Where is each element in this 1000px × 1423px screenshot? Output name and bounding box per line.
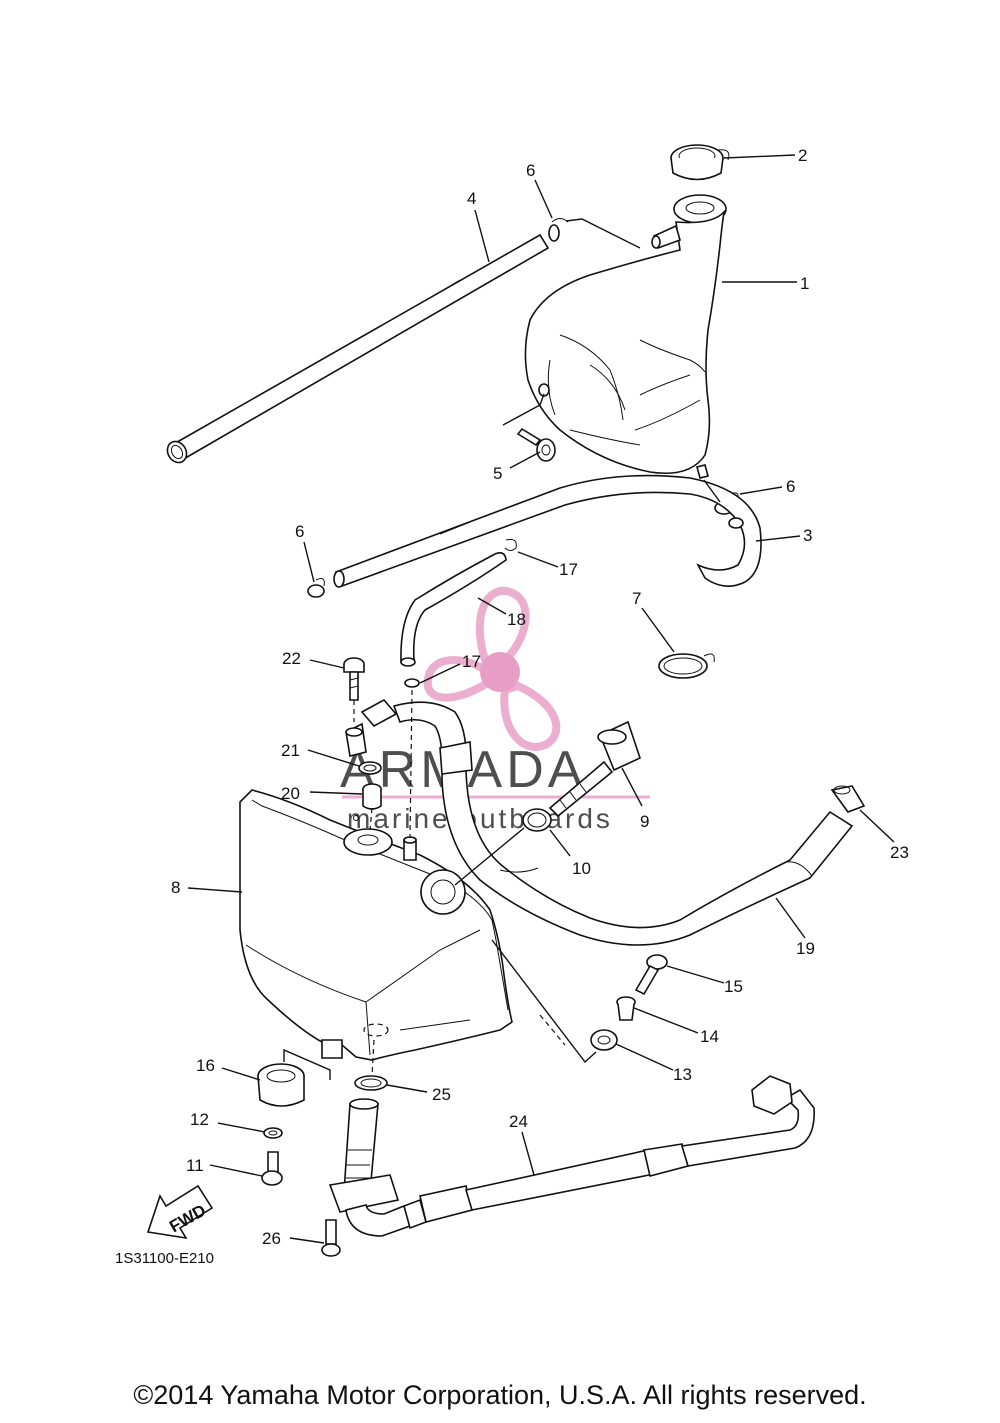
callout-2: 2 xyxy=(798,146,807,165)
part-bracket xyxy=(345,698,398,757)
part-13-grommet xyxy=(590,1029,618,1051)
callout-7: 7 xyxy=(632,589,641,608)
callout-19: 19 xyxy=(796,939,815,958)
part-6-clip-top xyxy=(548,218,569,242)
callout-16: 16 xyxy=(196,1056,215,1075)
callout-10: 10 xyxy=(572,859,591,878)
part-22-bolt xyxy=(343,657,365,701)
callout-15: 15 xyxy=(724,977,743,996)
callout-14: 14 xyxy=(700,1027,719,1046)
part-10-oring xyxy=(522,808,552,832)
callout-18: 18 xyxy=(507,610,526,629)
watermark-subtitle: marine outboards xyxy=(347,803,613,834)
part-18-hose xyxy=(400,552,507,667)
part-26-bolt xyxy=(321,1219,341,1257)
part-7-clamp xyxy=(658,653,715,679)
copyright-footer: ©2014 Yamaha Motor Corporation, U.S.A. A… xyxy=(133,1380,867,1410)
callout-26: 26 xyxy=(262,1229,281,1248)
part-23-clamp xyxy=(830,785,866,813)
callout-23: 23 xyxy=(890,843,909,862)
callout-6-top: 6 xyxy=(526,161,535,180)
fwd-arrow-icon: FWD xyxy=(146,1184,214,1240)
callout-22: 22 xyxy=(282,649,301,668)
callout-1: 1 xyxy=(800,274,809,293)
callout-5: 5 xyxy=(493,464,502,483)
part-25-oring xyxy=(354,1075,388,1091)
callout-20: 20 xyxy=(281,784,300,803)
callout-25: 25 xyxy=(432,1085,451,1104)
callout-17-mid: 17 xyxy=(462,652,481,671)
part-17-clip-top xyxy=(504,538,517,551)
diagram-code: 1S31100-E210 xyxy=(115,1250,214,1267)
part-11-bolt xyxy=(261,1151,283,1186)
part-2-cap xyxy=(670,144,730,181)
part-6-clip-left xyxy=(307,578,325,598)
part-9-cap xyxy=(548,720,641,818)
callout-17-top: 17 xyxy=(559,560,578,579)
callout-8: 8 xyxy=(171,878,180,897)
callout-21: 21 xyxy=(281,741,300,760)
callout-13: 13 xyxy=(673,1065,692,1084)
part-16-plug xyxy=(257,1063,305,1107)
part-1-tank xyxy=(524,209,726,479)
callout-9: 9 xyxy=(640,812,649,831)
callout-11: 11 xyxy=(186,1156,204,1175)
part-12-washer xyxy=(263,1127,283,1139)
callouts: 1 2 3 4 5 6 6 6 7 8 9 10 11 12 13 14 15 … xyxy=(171,146,909,1248)
part-14-collar xyxy=(616,996,636,1021)
leader-lines xyxy=(187,154,895,1244)
part-24-pipe xyxy=(328,1075,815,1237)
part-8-tank xyxy=(239,789,513,1061)
callout-4: 4 xyxy=(467,189,476,208)
callout-24: 24 xyxy=(509,1112,528,1131)
callout-12: 12 xyxy=(190,1110,209,1129)
part-21-oring xyxy=(358,761,382,775)
part-5-bolt xyxy=(516,427,556,462)
callout-3: 3 xyxy=(803,526,812,545)
callout-6-right: 6 xyxy=(786,477,795,496)
callout-6-left: 6 xyxy=(295,522,304,541)
part-3-hose xyxy=(333,474,762,588)
part-15-bolt xyxy=(634,954,668,996)
part-20-collar xyxy=(362,783,382,810)
part-4-hose xyxy=(166,233,550,464)
part-17-clip-mid xyxy=(404,678,420,688)
part-19-hose xyxy=(392,701,854,946)
